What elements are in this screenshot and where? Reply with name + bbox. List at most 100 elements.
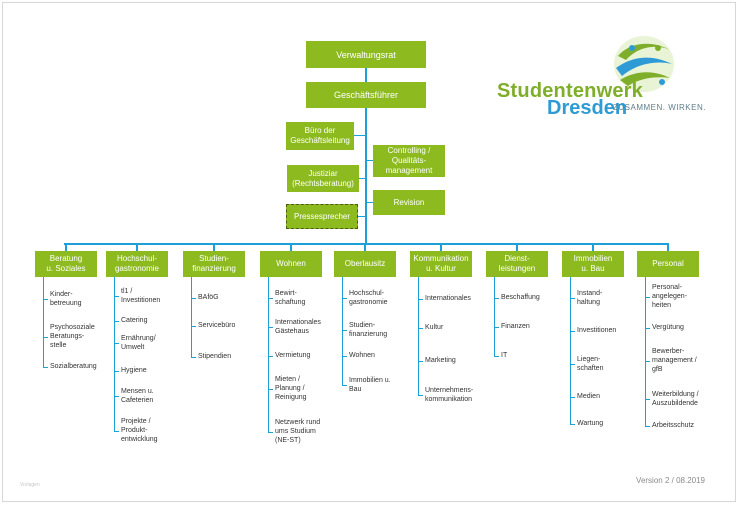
connector-staff-justiziar	[359, 178, 365, 179]
connector-drop	[667, 243, 669, 251]
justiziar-box: Justiziar (Rechtsberatung)	[287, 165, 359, 192]
department-item: Catering	[121, 317, 148, 324]
connector-tick	[645, 328, 650, 329]
department-item: Vermietung	[275, 352, 311, 359]
connector-tick	[191, 357, 196, 358]
department-item: Instand- haltung	[577, 290, 603, 306]
department-item: Netzwerk rund ums Studium (NE-ST)	[275, 419, 321, 444]
department-box: Studien- finanzierung	[183, 251, 245, 277]
department-box: Beratung u. Soziales	[35, 251, 97, 277]
connector-tick	[191, 298, 196, 299]
department-item: Servicebüro	[198, 322, 236, 329]
connector-tick	[114, 343, 119, 344]
connector-sub-vertical	[494, 277, 495, 356]
connector-tick	[418, 299, 423, 300]
connector-sub-vertical	[268, 277, 269, 432]
connector-tick	[268, 432, 273, 433]
department-item: Internationales Gästehaus	[275, 319, 321, 335]
department-item: IT	[501, 352, 508, 359]
template-watermark: Vorlagen	[20, 482, 40, 488]
department-box: Immobilien u. Bau	[562, 251, 624, 277]
department-item: Immobilien u. Bau	[349, 377, 391, 393]
department-box: Hochschul- gastronomie	[106, 251, 168, 277]
connector-tick	[114, 321, 119, 322]
connector-tick	[43, 367, 48, 368]
connector-tick	[191, 326, 196, 327]
connector-sub-vertical	[342, 277, 343, 385]
department-box: Personal	[637, 251, 699, 277]
connector-staff-revision	[367, 202, 373, 203]
connector-tick	[570, 364, 575, 365]
geschaeftsfuehrer-box: Geschäftsführer	[306, 82, 426, 108]
department-item: Mensen u. Cafeterien	[121, 388, 154, 404]
connector-tick	[570, 397, 575, 398]
connector-tick	[114, 371, 119, 372]
connector-drop	[136, 243, 138, 251]
department-item: Kultur	[425, 324, 444, 331]
connector-tick	[114, 396, 119, 397]
revision-box: Revision	[373, 190, 445, 215]
connector-trunk	[365, 108, 367, 244]
connector-tick	[342, 385, 347, 386]
department-item: Liegen- schaften	[577, 356, 604, 372]
department-item: Marketing	[425, 357, 456, 364]
connector-tick	[645, 297, 650, 298]
department-box: Dienst- leistungen	[486, 251, 548, 277]
controlling-box: Controlling / Qualitäts- management	[373, 145, 445, 177]
department-item: Projekte / Produkt- entwicklung	[121, 418, 158, 443]
department-item: Wohnen	[349, 352, 375, 359]
connector-drop	[213, 243, 215, 251]
connector-tick	[570, 424, 575, 425]
connector-sub-vertical	[191, 277, 192, 357]
connector-tick	[268, 298, 273, 299]
department-item: Medien	[577, 393, 600, 400]
connector-tick	[645, 426, 650, 427]
department-item: BAföG	[198, 294, 219, 301]
logo-word-dresden: Dresden	[547, 97, 628, 119]
connector-tick	[494, 356, 499, 357]
department-item: tl1 / Investitionen	[121, 288, 161, 304]
department-item: Internationales	[425, 295, 471, 302]
connector-tick	[645, 399, 650, 400]
connector-tick	[418, 361, 423, 362]
department-box: Oberlausitz	[334, 251, 396, 277]
connector-sub-vertical	[645, 277, 646, 426]
department-item: Ernährung/ Umwelt	[121, 335, 156, 351]
buero-geschaeftsleitung-box: Büro der Geschäftsleitung	[286, 122, 354, 150]
verwaltungsrat-box: Verwaltungsrat	[306, 41, 426, 68]
connector-tick	[494, 327, 499, 328]
connector-drop	[65, 243, 67, 251]
version-label: Version 2 / 08.2019	[636, 476, 705, 485]
logo-word-studentenwerk: Studentenwerk	[497, 80, 643, 102]
department-item: Wartung	[577, 420, 604, 427]
connector-drop	[440, 243, 442, 251]
department-item: Beschaffung	[501, 294, 540, 301]
connector-sub-vertical	[570, 277, 571, 424]
connector-horizontal-bus	[64, 243, 669, 245]
department-item: Kinder- betreuung	[50, 291, 82, 307]
connector-sub-vertical	[114, 277, 115, 431]
connector-tick	[342, 356, 347, 357]
department-item: Weiterbildung / Auszubildende	[652, 391, 699, 407]
connector-tick	[645, 361, 650, 362]
connector-tick	[342, 330, 347, 331]
connector-drop	[516, 243, 518, 251]
connector-drop	[592, 243, 594, 251]
department-item: Sozialberatung	[50, 363, 97, 370]
department-item: Bewirt- schaftung	[275, 290, 306, 306]
department-item: Psychosoziale Beratungs- stelle	[50, 324, 95, 349]
department-item: Hygiene	[121, 367, 147, 374]
pressesprecher-box: Pressesprecher	[286, 204, 358, 229]
connector-tick	[342, 298, 347, 299]
connector-staff-presse	[358, 216, 365, 217]
connector-tick	[114, 431, 119, 432]
department-item: Investitionen	[577, 327, 617, 334]
connector-trunk-top	[365, 68, 367, 82]
connector-sub-vertical	[43, 277, 44, 367]
connector-drop	[290, 243, 292, 251]
connector-tick	[570, 298, 575, 299]
connector-staff-controlling	[367, 160, 373, 161]
connector-tick	[268, 327, 273, 328]
